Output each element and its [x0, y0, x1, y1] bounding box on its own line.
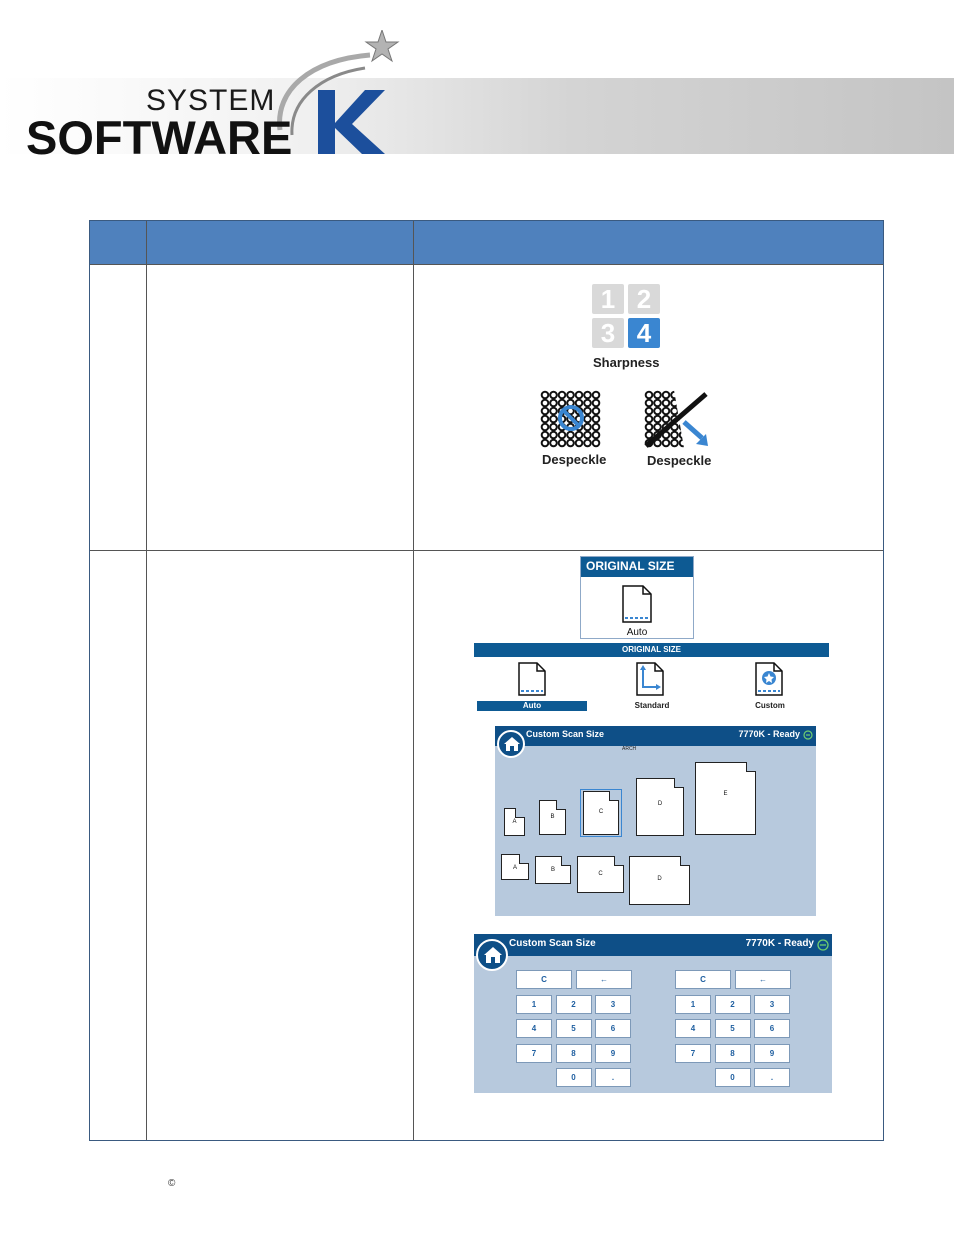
original-size-title: ORIGINAL SIZE — [581, 557, 693, 577]
screen-title: Custom Scan Size — [526, 729, 605, 739]
sharpness-digit: 4 — [636, 318, 652, 348]
key-decimal[interactable]: . — [754, 1068, 790, 1087]
custom-scan-screen-1: Custom Scan Size 7770K - Ready ARCH A B … — [495, 726, 816, 916]
key-5[interactable]: 5 — [555, 1019, 592, 1038]
home-icon — [504, 737, 520, 751]
header-banner — [0, 78, 954, 154]
column-divider — [413, 221, 414, 1140]
paper-size-a-landscape[interactable]: A — [501, 854, 529, 880]
sharpness-digit: 3 — [600, 318, 616, 348]
paper-size-c-landscape[interactable]: C — [577, 856, 624, 893]
paper-size-label: B — [550, 867, 555, 874]
key-6[interactable]: 6 — [754, 1019, 790, 1038]
key-8[interactable]: 8 — [555, 1043, 592, 1063]
selection-outline — [580, 789, 622, 837]
key-7[interactable]: 7 — [675, 1043, 711, 1063]
paper-size-d-landscape[interactable]: D — [629, 856, 690, 905]
key-6[interactable]: 6 — [595, 1019, 631, 1038]
original-size-panel[interactable]: ORIGINAL SIZE Auto — [580, 556, 694, 639]
despeckle-on-icon — [644, 390, 712, 448]
home-button[interactable] — [497, 730, 525, 758]
paper-size-b[interactable]: B — [539, 800, 566, 835]
key-8[interactable]: 8 — [714, 1043, 751, 1063]
sharpness-digit: 1 — [600, 284, 616, 314]
paper-size-c[interactable]: C — [583, 791, 619, 835]
screen-header: Custom Scan Size 7770K - Ready — [495, 726, 816, 746]
logo-software-text: SOFTWARE — [26, 111, 293, 164]
home-icon — [484, 947, 502, 963]
backspace-key[interactable]: ← — [576, 970, 632, 989]
tab-standard[interactable]: Standard — [634, 701, 670, 710]
key-5[interactable]: 5 — [714, 1019, 751, 1038]
despeckle-off-icon — [540, 390, 602, 448]
key-decimal[interactable]: . — [595, 1068, 631, 1087]
key-3[interactable]: 3 — [754, 994, 790, 1014]
row-divider — [90, 550, 883, 551]
paper-size-d[interactable]: D — [636, 778, 684, 836]
screen-header: Custom Scan Size 7770K - Ready — [474, 934, 832, 956]
despeckle-on-label: Despeckle — [647, 453, 712, 468]
custom-size-icon[interactable] — [754, 661, 784, 697]
key-9[interactable]: 9 — [595, 1043, 631, 1063]
paper-size-label: E — [723, 791, 728, 798]
clear-key[interactable]: C — [516, 970, 572, 989]
key-0[interactable]: 0 — [555, 1068, 592, 1087]
copyright-symbol: © — [168, 1178, 176, 1189]
clear-key[interactable]: C — [675, 970, 731, 989]
paper-size-label: D — [657, 875, 662, 882]
tab-custom[interactable]: Custom — [755, 701, 785, 710]
original-size-option: Auto — [626, 627, 648, 638]
home-button[interactable] — [476, 939, 508, 971]
paper-size-a[interactable]: A — [504, 808, 525, 836]
sharpness-icon: 1 2 3 4 — [592, 284, 664, 350]
ready-status-icon — [803, 730, 813, 740]
row-divider — [90, 264, 883, 265]
document-auto-icon — [622, 585, 652, 623]
auto-size-icon[interactable] — [517, 661, 547, 697]
paper-size-label: C — [598, 808, 604, 815]
screen-title: Custom Scan Size — [509, 938, 596, 949]
key-1[interactable]: 1 — [675, 994, 711, 1014]
key-1[interactable]: 1 — [516, 994, 552, 1014]
sharpness-label: Sharpness — [593, 355, 660, 370]
standard-size-icon[interactable] — [635, 661, 665, 697]
key-9[interactable]: 9 — [754, 1043, 790, 1063]
paper-size-label: A — [512, 819, 517, 826]
screen-status: 7770K - Ready — [738, 729, 800, 739]
paper-size-b-landscape[interactable]: B — [535, 856, 571, 884]
paper-size-label: D — [657, 801, 663, 808]
table-header-row — [90, 221, 883, 264]
key-4[interactable]: 4 — [675, 1019, 711, 1038]
key-2[interactable]: 2 — [555, 994, 592, 1014]
paper-series-label: ARCH — [622, 746, 637, 752]
paper-size-label: A — [512, 864, 517, 871]
content-table — [89, 220, 884, 1141]
sharpness-digit: 2 — [636, 284, 652, 314]
column-divider — [146, 221, 147, 1140]
ready-status-icon — [817, 939, 829, 951]
despeckle-off-label: Despeckle — [542, 452, 607, 467]
backspace-key[interactable]: ← — [735, 970, 791, 989]
key-0[interactable]: 0 — [714, 1068, 751, 1087]
paper-size-e[interactable]: E — [695, 762, 756, 835]
paper-size-label: B — [550, 814, 555, 821]
key-7[interactable]: 7 — [516, 1043, 552, 1063]
key-2[interactable]: 2 — [714, 994, 751, 1014]
key-3[interactable]: 3 — [595, 994, 631, 1014]
tab-auto[interactable]: Auto — [477, 701, 587, 711]
key-4[interactable]: 4 — [516, 1019, 552, 1038]
logo-swoosh-icon — [277, 30, 400, 154]
logo-system-text: SYSTEM — [146, 84, 276, 117]
paper-size-label: C — [598, 871, 603, 877]
original-size-bar: ORIGINAL SIZE — [474, 643, 829, 657]
screen-status: 7770K - Ready — [745, 938, 814, 949]
